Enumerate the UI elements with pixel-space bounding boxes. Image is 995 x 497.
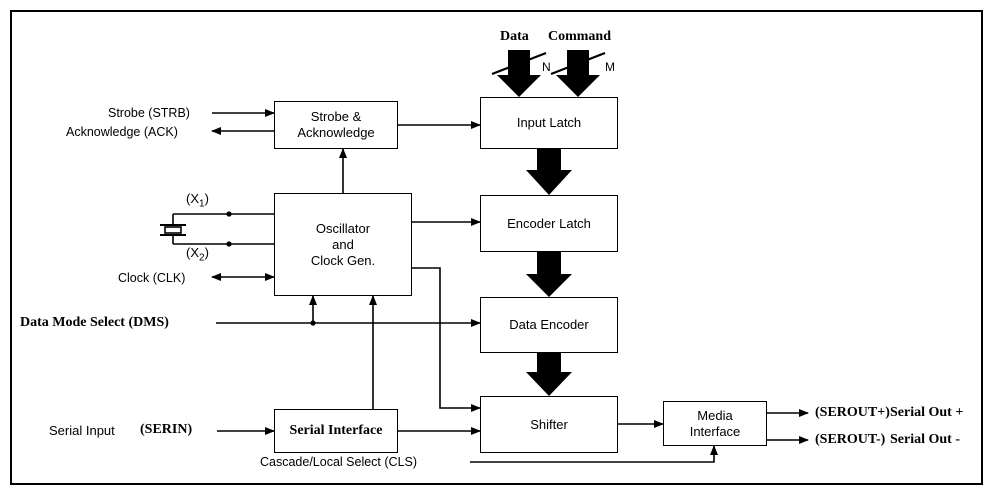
data-bus-arrow <box>497 50 541 97</box>
serin-label: (SERIN) <box>140 422 193 437</box>
diagram-border <box>10 10 983 485</box>
oscillator-block: Oscillator and Clock Gen. <box>274 193 412 296</box>
command-bus-width-m: M <box>605 60 615 74</box>
x2-junction-dot <box>226 241 232 247</box>
data-encoder-block: Data Encoder <box>480 297 618 353</box>
serout-minus-name-label: Serial Out - <box>890 432 960 447</box>
encoder-latch-block: Encoder Latch <box>480 195 618 252</box>
media-interface-block: Media Interface <box>663 401 767 446</box>
serial-interface-block: Serial Interface <box>274 409 398 453</box>
shifter-block: Shifter <box>480 396 618 453</box>
x2-label: (X2) <box>186 245 209 264</box>
serout-plus-code-label: (SEROUT+) <box>815 405 890 420</box>
data-mode-select-label: Data Mode Select (DMS) <box>20 315 169 330</box>
crystal-body <box>164 226 182 234</box>
clock-label: Clock (CLK) <box>118 271 186 285</box>
strobe-acknowledge-block: Strobe & Acknowledge <box>274 101 398 149</box>
acknowledge-label: Acknowledge (ACK) <box>66 125 178 139</box>
data-bus-slash <box>491 51 547 76</box>
bus-arrow-encoder-to-data-encoder <box>526 252 572 297</box>
serout-minus-code-label: (SEROUT-) <box>815 432 886 447</box>
bus-arrow-data-encoder-to-shifter <box>526 353 572 396</box>
x1-junction-dot <box>226 211 232 217</box>
bus-arrow-input-to-encoder <box>526 149 572 195</box>
serout-plus-name-label: Serial Out + <box>890 405 964 420</box>
x1-label: (X1) <box>186 191 209 210</box>
data-bus-label: Data <box>500 29 529 44</box>
command-bus-label: Command <box>548 29 612 44</box>
serial-input-label: Serial Input <box>49 423 115 438</box>
command-bus-arrow <box>556 50 600 97</box>
dms-junction-dot <box>310 320 316 326</box>
cls-arrow <box>470 445 718 463</box>
data-bus-width-n: N <box>542 60 551 74</box>
strobe-label: Strobe (STRB) <box>108 106 190 120</box>
input-latch-block: Input Latch <box>480 97 618 149</box>
clock-to-shifter-path <box>412 267 481 412</box>
command-bus-slash <box>550 51 606 76</box>
cascade-local-select-label: Cascade/Local Select (CLS) <box>260 455 418 469</box>
